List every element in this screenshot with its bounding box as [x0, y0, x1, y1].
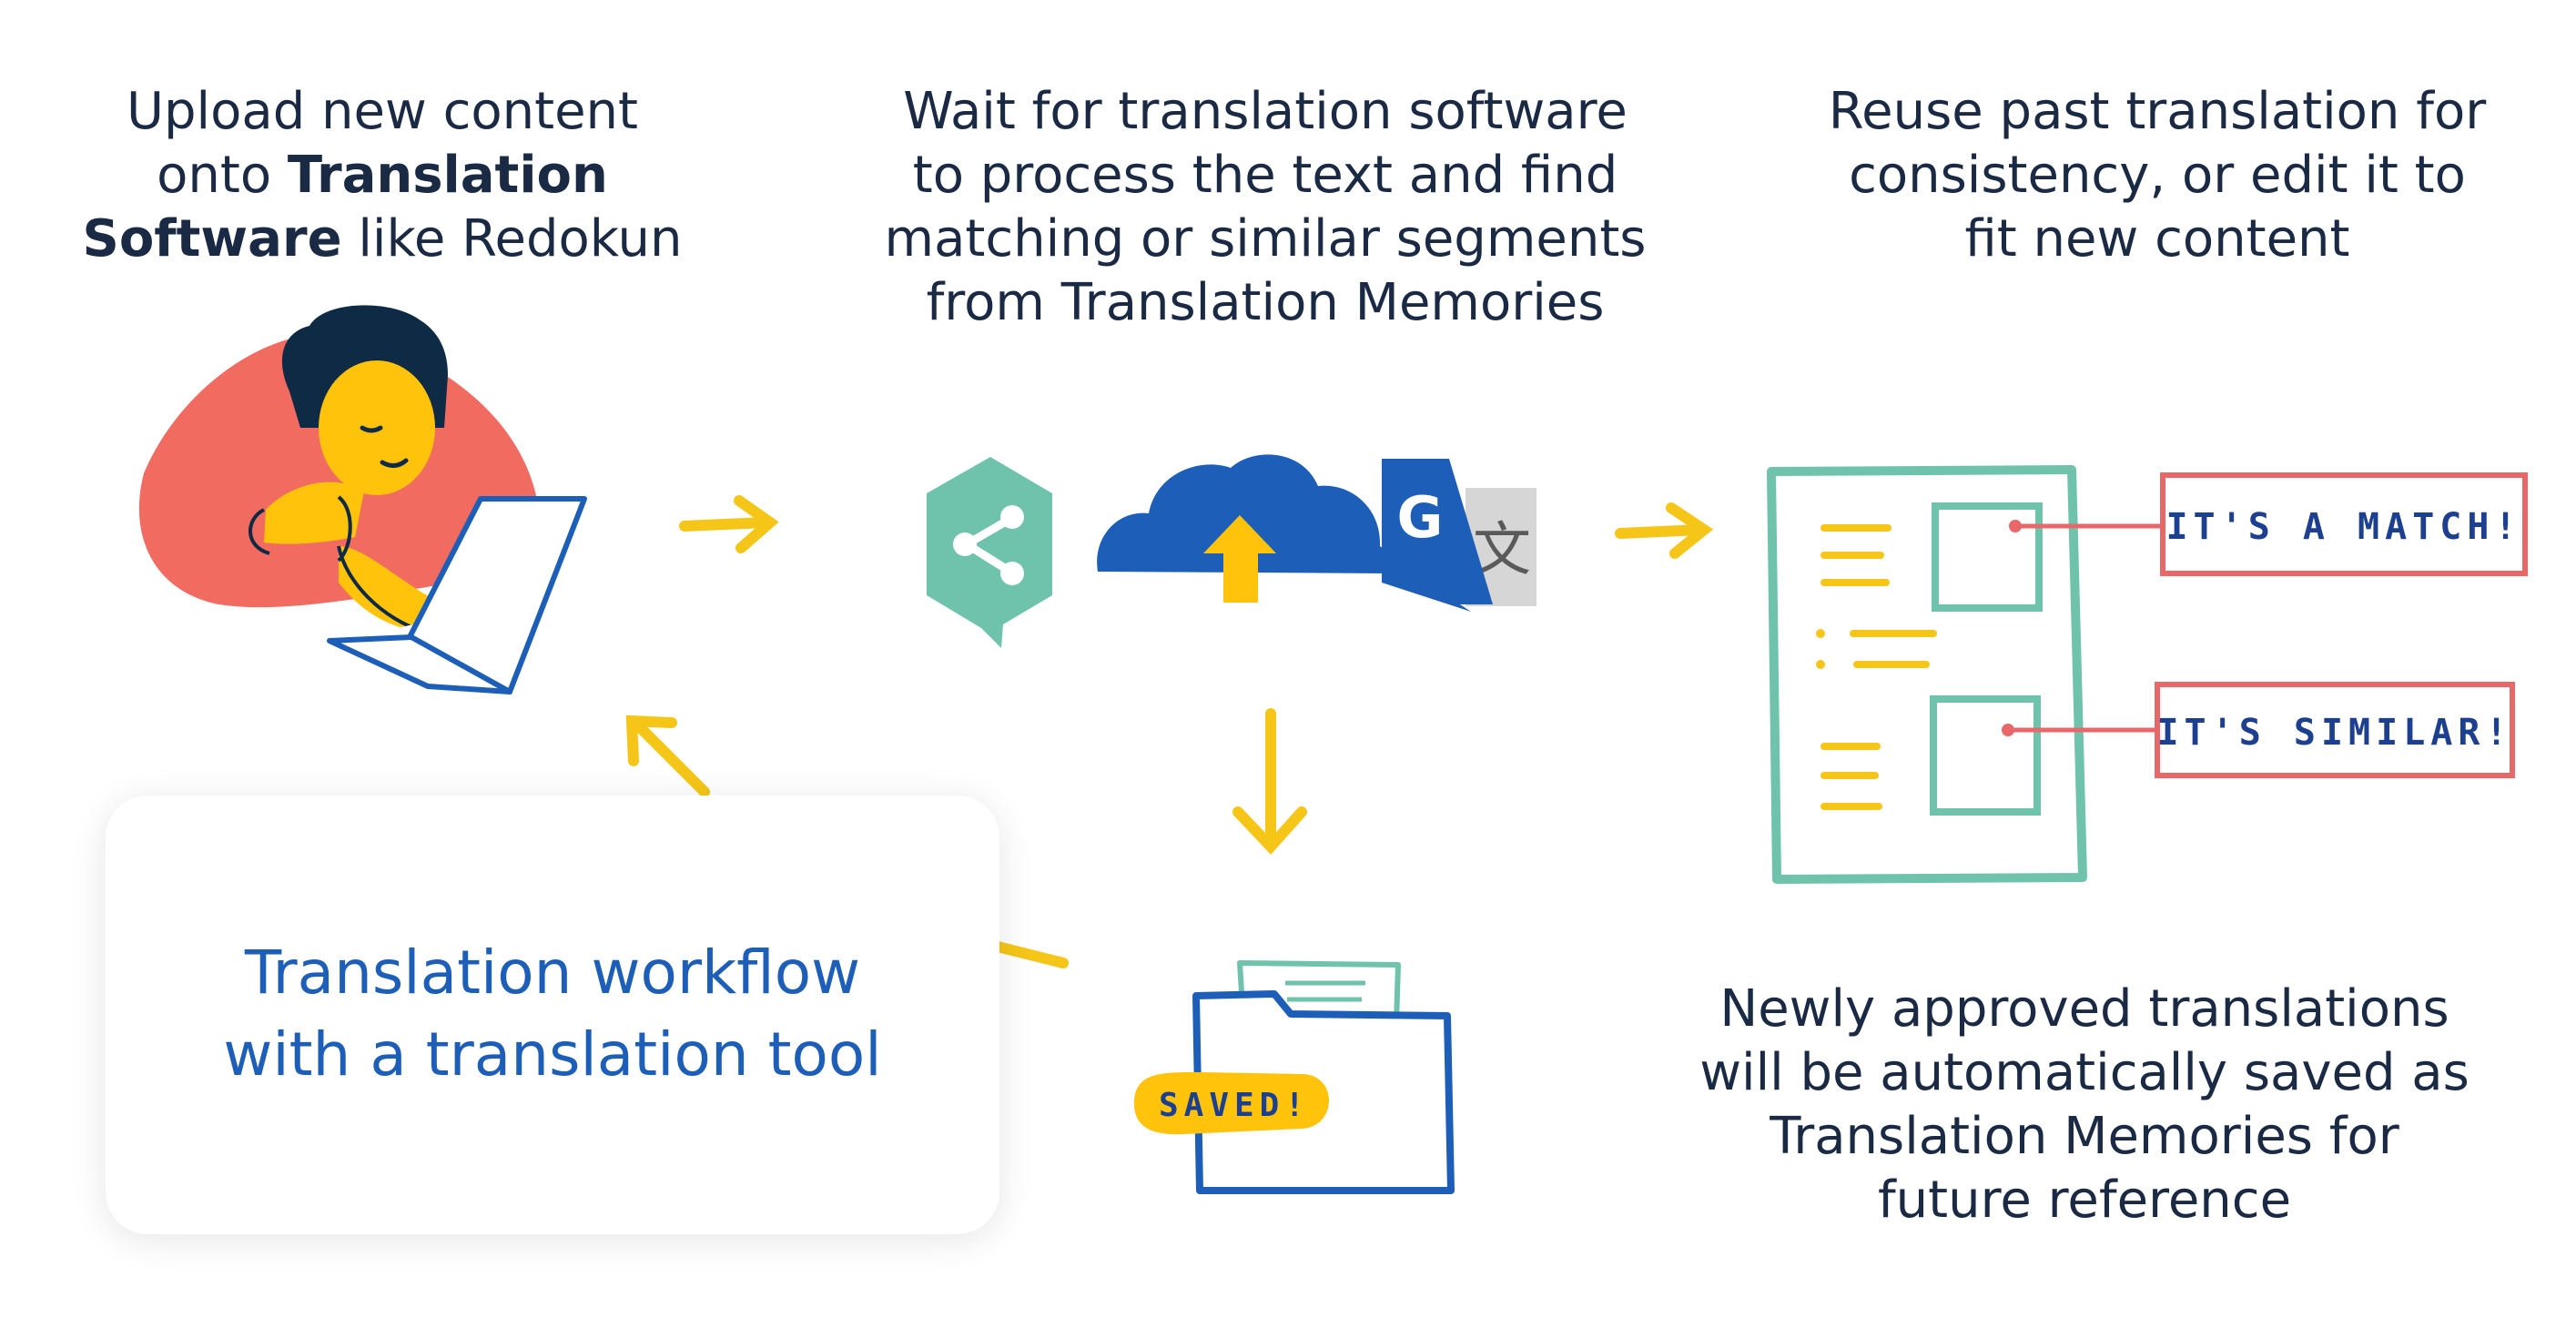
step-process-text: Wait for translation software to process…	[856, 80, 1675, 335]
save-line-1: Newly approved translations	[1719, 979, 2449, 1039]
title-line-2: with a translation tool	[223, 1019, 882, 1090]
save-line-2: will be automatically saved as	[1699, 1043, 2470, 1102]
share-hexagon-icon	[927, 457, 1052, 648]
workflow-title: Translation workflow with a translation …	[106, 932, 999, 1096]
upload-line-3-post: like Redokun	[341, 209, 683, 269]
saved-label: SAVED!	[1159, 1087, 1310, 1124]
upload-line-2-bold: Translation	[287, 146, 608, 205]
match-callout: IT'S A MATCH!	[2160, 472, 2528, 576]
similar-callout: IT'S SIMILAR!	[2155, 682, 2515, 778]
title-line-1: Translation workflow	[244, 938, 861, 1008]
google-translate-icon: 文 G	[1382, 459, 1536, 612]
process-line-1: Wait for translation software	[903, 82, 1628, 141]
upload-line-2-pre: onto	[157, 146, 288, 205]
reuse-line-3: fit new content	[1964, 209, 2350, 269]
process-line-2: to process the text and find	[912, 146, 1618, 205]
match-label: IT'S A MATCH!	[2165, 506, 2521, 548]
process-line-3: matching or similar segments	[884, 209, 1647, 269]
step-reuse-text: Reuse past translation for consistency, …	[1784, 80, 2530, 271]
saved-badge: SAVED!	[1134, 1071, 1329, 1135]
cloud-upload-icon	[1097, 454, 1397, 603]
arrow-left-tail-icon	[992, 941, 1069, 968]
arrow-right-icon	[679, 495, 779, 553]
upload-line-3-bold: Software	[82, 209, 342, 269]
person-with-laptop-icon	[138, 305, 587, 694]
reuse-line-2: consistency, or edit it to	[1849, 146, 2466, 205]
arrow-down-icon	[1232, 708, 1307, 855]
arrow-right-icon	[1615, 502, 1714, 559]
google-letter: G	[1397, 484, 1444, 551]
step-save-text: Newly approved translations will be auto…	[1675, 978, 2494, 1232]
process-line-4: from Translation Memories	[926, 273, 1605, 332]
reuse-line-1: Reuse past translation for	[1828, 82, 2487, 141]
title-card: Translation workflow with a translation …	[106, 796, 999, 1234]
upload-line-1: Upload new content	[127, 82, 638, 141]
save-line-3: Translation Memories for	[1770, 1107, 2399, 1166]
similar-label: IT'S SIMILAR!	[2156, 712, 2512, 754]
arrow-up-left-icon	[625, 715, 710, 797]
save-line-4: future reference	[1877, 1171, 2292, 1230]
document-icon	[1767, 465, 2165, 884]
step-upload-text: Upload new content onto Translation Soft…	[55, 80, 710, 271]
